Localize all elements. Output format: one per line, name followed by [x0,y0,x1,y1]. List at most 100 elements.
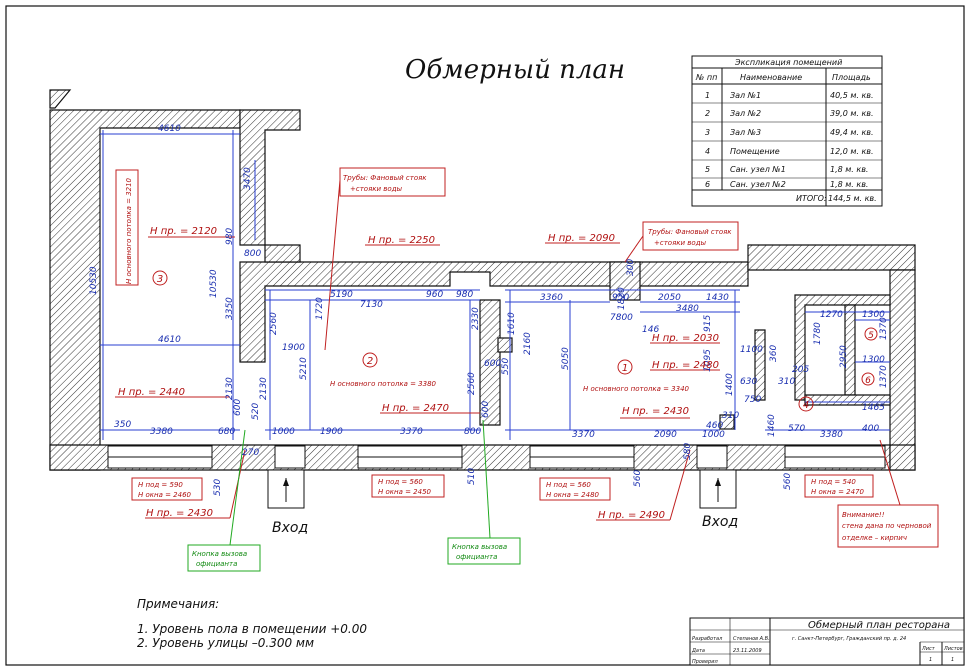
window-note: Н под = 540 [811,478,856,486]
stamp-cell: 1 [929,657,932,663]
dim-label: 600 [484,359,501,369]
window-note: Н окна = 2450 [378,488,432,496]
dim-label: 360 [769,345,779,362]
dim-label: 1100 [740,345,763,355]
dim-label: 1465 [862,403,885,413]
red-notes: Н пр. = 2120 Н пр. = 2250 Н пр. = 2090 Н… [118,174,932,542]
stamp-subtitle: г. Санкт-Петербург, Гражданский пр. д. 2… [792,636,906,642]
warning-note: отделке – кирпич [842,534,907,542]
dim-label: 800 [464,427,481,437]
table-cell: 5 [705,165,710,174]
dim-label: 2330 [471,307,481,330]
opening-height-label: Н пр. = 2030 [652,333,719,344]
sheet-frame [5,5,965,666]
dim-label: 3480 [676,304,699,314]
dim-label: 1900 [282,343,305,353]
dim-label: 5190 [330,290,353,300]
dim-label: 2050 [658,293,681,303]
call-button-note: официанта [456,553,497,561]
dim-label: 1000 [702,430,725,440]
dim-label: 980 [225,228,235,245]
dim-label: 1720 [315,297,325,320]
dim-label: 1610 [507,312,517,335]
dim-label: 1460 [767,414,777,437]
remarks-heading: Примечания: [137,597,219,611]
table-cell: Зал №1 [730,91,761,100]
ceiling-height-label: Н основного потолка = 3340 [583,385,690,393]
warning-note: Внимание!! [842,511,885,519]
stamp-cell: Листов [943,646,963,652]
dim-label: 2560 [467,372,477,395]
stamp-cell: Лист [921,646,936,652]
dim-label: 1000 [272,427,295,437]
dim-label: 1370 [879,317,889,340]
dim-label: 2560 [269,312,279,335]
plan-title: Обмерный план [405,55,625,85]
dim-label: 3380 [150,427,173,437]
dim-label: 510 [467,468,477,485]
table-cell: 1,8 м. кв. [830,180,868,189]
dim-label: 530 [213,479,223,496]
window-note: Н окна = 2480 [546,491,600,499]
table-cell: Сан. узел №2 [730,180,786,189]
dim-label: 2090 [654,430,677,440]
dim-label: 800 [244,249,261,259]
pipes-note: Трубы: Фановый стояк [648,228,732,236]
dim-label: 4610 [158,124,181,134]
dim-label: 2130 [225,377,235,400]
stamp-cell: Дата [691,648,705,654]
dim-label: 1300 [862,310,885,320]
stamp-cell: 1 [951,657,954,663]
dim-label: 600 [481,401,491,418]
stamp-cell: 23.11.2009 [733,648,762,654]
table-total-value: 144,5 м. кв. [828,194,877,203]
opening-height-label: Н пр. = 2430 [146,508,213,519]
dim-label: 960 [426,290,443,300]
table-header: Наименование [740,73,802,82]
dim-label: 980 [456,290,473,300]
dim-label: 310 [722,411,739,421]
stamp-cell: Степанов А.В. [733,636,770,642]
green-leaders [187,419,521,572]
window-note: Н окна = 2470 [811,488,865,496]
dim-label: 4610 [158,335,181,345]
opening-height-label: Н пр. = 2440 [118,387,185,398]
dim-label: 680 [218,427,235,437]
dim-label: 3370 [572,430,595,440]
remarks: Примечания: 1. Уровень пола в помещении … [137,597,367,650]
dim-label: 1270 [820,310,843,320]
dim-label: 560 [633,470,643,487]
remark-line: 1. Уровень пола в помещении +0.00 [137,622,367,636]
dim-label: 550 [501,358,511,375]
stamp-cell: Разработал [692,636,723,642]
call-button-note: Кнопка вызова [192,550,247,558]
stamp-title: Обмерный план ресторана [808,619,950,631]
walls [49,89,916,471]
dim-label: 560 [783,473,793,490]
room-markers: 3 2 1 4 5 6 [152,270,878,412]
call-button-note: Кнопка вызова [452,543,507,551]
opening-height-label: Н пр. = 2430 [622,406,689,417]
room-number-3: 3 [157,274,163,285]
dim-label: 600 [233,399,243,416]
window-note: Н под = 560 [378,478,423,486]
title-block: Обмерный план ресторана г. Санкт-Петербу… [689,617,965,666]
table-cell: Зал №2 [730,109,761,118]
stamp-cell: Проверил [692,659,718,665]
table-cell: 40,5 м. кв. [830,91,874,100]
window-note: Н под = 560 [546,481,591,489]
table-cell: 6 [705,180,710,189]
dim-label: 520 [251,403,261,420]
green-notes: Кнопка вызова официанта Кнопка вызова оф… [192,543,507,568]
table-cell: 39,0 м. кв. [830,109,874,118]
table-cell: Сан. узел №1 [730,165,786,174]
table-caption: Экспликация помещений [734,58,842,67]
table-cell: 2 [705,109,710,118]
dim-label: 350 [114,420,131,430]
dim-label: 1370 [879,365,889,388]
dim-label: 7130 [360,300,383,310]
opening-height-label: Н пр. = 2120 [150,226,217,237]
dim-label: 10530 [209,269,219,298]
dim-label: 10530 [89,266,99,295]
dim-label: 5050 [561,347,571,370]
